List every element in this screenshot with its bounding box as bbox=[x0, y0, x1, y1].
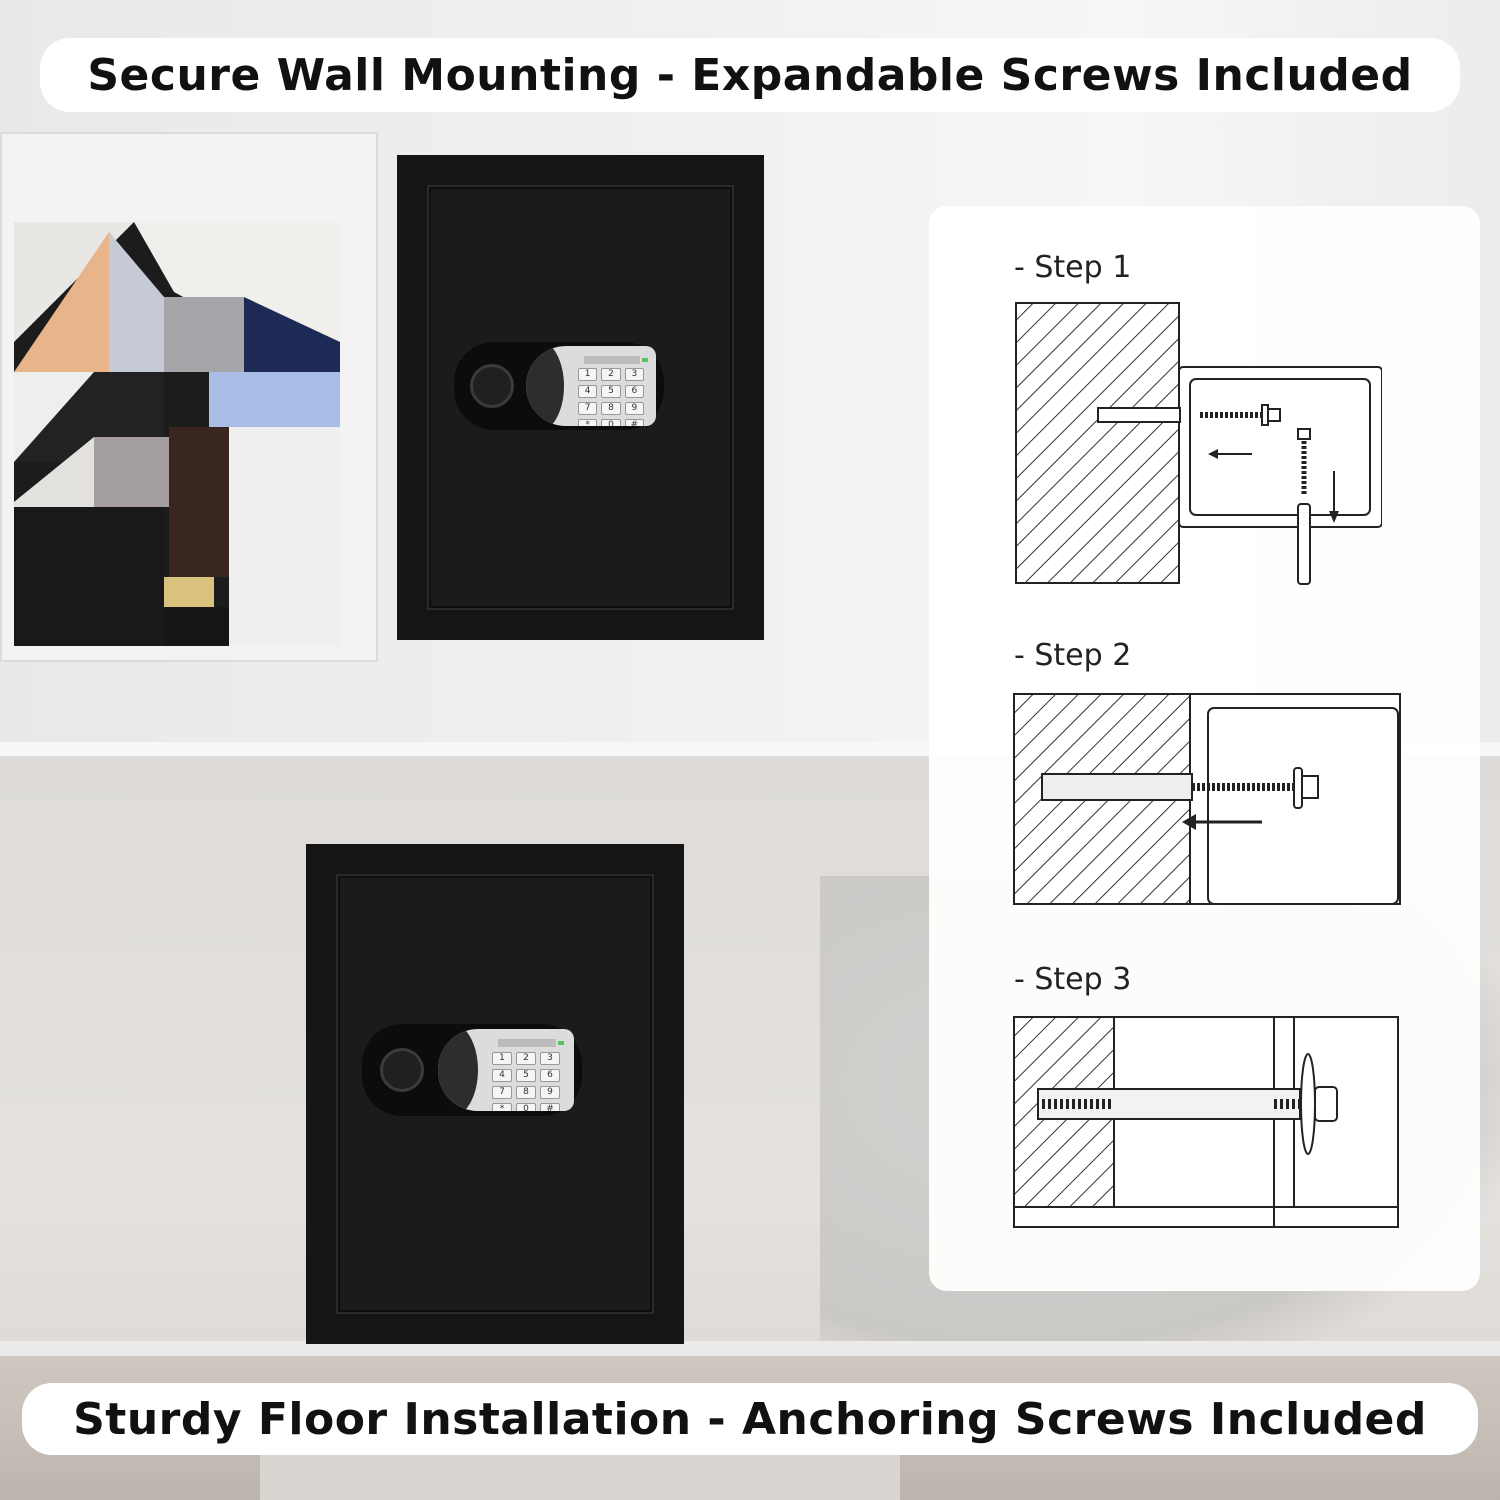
floor-safe-lock-panel: 1 2 3 4 5 6 7 8 9 * 0 # bbox=[362, 1024, 582, 1116]
status-led bbox=[642, 358, 648, 362]
wall-safe-lock-panel: 1 2 3 4 5 6 7 8 9 * 0 # bbox=[454, 342, 664, 430]
keypad-key[interactable]: 5 bbox=[601, 385, 621, 398]
keypad-key[interactable]: 3 bbox=[540, 1052, 560, 1065]
keypad-key[interactable]: * bbox=[578, 419, 598, 426]
step-1-label: - Step 1 bbox=[1014, 250, 1132, 285]
keypad-key[interactable]: 8 bbox=[516, 1086, 536, 1099]
keypad-grid: 1 2 3 4 5 6 7 8 9 * 0 # bbox=[492, 1052, 560, 1111]
baseboard bbox=[0, 1341, 1500, 1357]
keypad-key[interactable]: 7 bbox=[492, 1086, 512, 1099]
keypad-key[interactable]: 9 bbox=[624, 402, 644, 415]
keypad-key[interactable]: 8 bbox=[601, 402, 621, 415]
top-banner-text: Secure Wall Mounting - Expandable Screws… bbox=[87, 49, 1413, 101]
bottom-banner: Sturdy Floor Installation - Anchoring Sc… bbox=[22, 1383, 1478, 1455]
keypad-key[interactable]: 1 bbox=[492, 1052, 512, 1065]
wall-art-frame bbox=[0, 132, 378, 662]
status-led bbox=[558, 1041, 564, 1045]
step-2-diagram bbox=[1013, 693, 1401, 905]
wall-safe-knob[interactable] bbox=[470, 364, 514, 408]
top-banner: Secure Wall Mounting - Expandable Screws… bbox=[40, 38, 1460, 112]
wall-safe: 1 2 3 4 5 6 7 8 9 * 0 # bbox=[397, 155, 764, 640]
step-2-label: - Step 2 bbox=[1014, 638, 1132, 673]
installation-steps-panel: - Step 1 - Step 2 - Step 3 bbox=[929, 206, 1480, 1291]
keypad-grid: 1 2 3 4 5 6 7 8 9 * 0 # bbox=[578, 368, 644, 426]
abstract-artwork bbox=[14, 222, 340, 646]
keypad-key[interactable]: 3 bbox=[624, 368, 644, 381]
keypad-key[interactable]: 6 bbox=[540, 1069, 560, 1082]
keypad-key[interactable]: 2 bbox=[516, 1052, 536, 1065]
keypad-key[interactable]: 0 bbox=[601, 419, 621, 426]
keypad-key[interactable]: 4 bbox=[492, 1069, 512, 1082]
keypad-key[interactable]: # bbox=[624, 419, 644, 426]
floor-safe-knob[interactable] bbox=[380, 1048, 424, 1092]
step-3-diagram bbox=[1013, 1016, 1399, 1228]
floor-safe: 1 2 3 4 5 6 7 8 9 * 0 # bbox=[306, 844, 684, 1344]
keypad-key[interactable]: # bbox=[540, 1103, 560, 1111]
keypad-key[interactable]: 2 bbox=[601, 368, 621, 381]
keypad-key[interactable]: 0 bbox=[516, 1103, 536, 1111]
keypad-key[interactable]: 1 bbox=[578, 368, 598, 381]
keypad-key[interactable]: 4 bbox=[578, 385, 598, 398]
wall-safe-keypad[interactable]: 1 2 3 4 5 6 7 8 9 * 0 # bbox=[526, 346, 656, 426]
keypad-key[interactable]: 9 bbox=[540, 1086, 560, 1099]
keypad-key[interactable]: 5 bbox=[516, 1069, 536, 1082]
step-1-diagram bbox=[1015, 302, 1382, 585]
step-3-label: - Step 3 bbox=[1014, 962, 1132, 997]
keypad-key[interactable]: 7 bbox=[578, 402, 598, 415]
keypad-key[interactable]: * bbox=[492, 1103, 512, 1111]
floor-safe-keypad[interactable]: 1 2 3 4 5 6 7 8 9 * 0 # bbox=[438, 1029, 574, 1111]
keypad-key[interactable]: 6 bbox=[624, 385, 644, 398]
bottom-banner-text: Sturdy Floor Installation - Anchoring Sc… bbox=[73, 1393, 1427, 1445]
